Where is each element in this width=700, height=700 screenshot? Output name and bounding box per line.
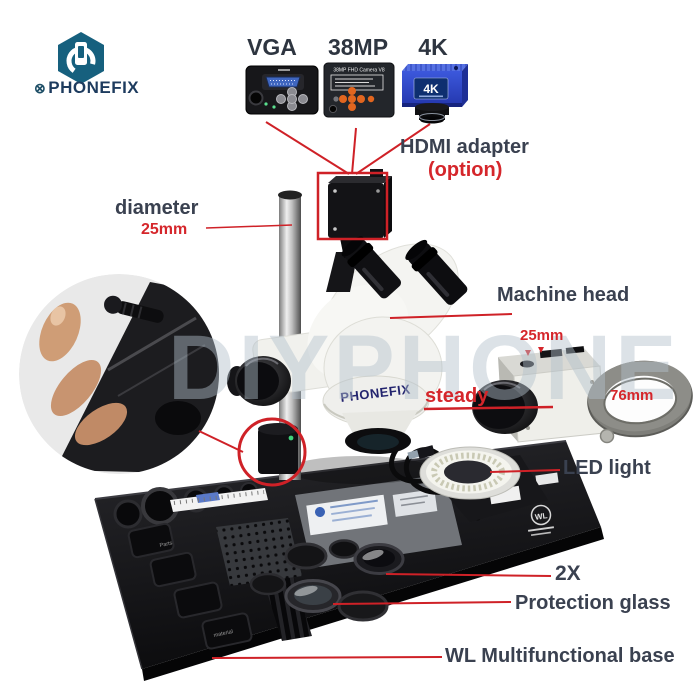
label-base: WL Multifunctional base <box>445 645 675 667</box>
led-ring-light <box>419 446 548 522</box>
brand-name: PHONEFIX <box>48 78 140 97</box>
base-sticker <box>306 494 388 536</box>
uhd4k-sticker-text: 4K <box>423 82 439 96</box>
pole-base-clamp <box>258 423 298 474</box>
brand-logo-mark: ⊗ <box>34 80 47 96</box>
base-ruler <box>170 488 268 512</box>
mp38-camera-title: 38MP FHD Camera V8 <box>333 68 385 74</box>
base-wl-logo: WL <box>527 504 555 536</box>
eyepiece-left <box>341 236 402 299</box>
base-compartment-label-material: material <box>213 629 233 639</box>
label-option: (option) <box>428 159 503 181</box>
focus-knob <box>227 356 291 406</box>
label-machine-head: Machine head <box>497 284 630 306</box>
brand-logo-icon <box>58 32 104 84</box>
inset-screw <box>104 295 164 323</box>
mp38-jack <box>328 104 338 114</box>
bracket-thumbscrew <box>599 428 615 444</box>
vga-dc-jack <box>248 90 264 106</box>
inset-detail-photo <box>19 274 219 474</box>
vga-port <box>265 76 301 88</box>
mp38-spec-box <box>330 74 384 91</box>
inset-thumb <box>39 302 81 362</box>
uhd4k-lens-mount <box>415 103 449 124</box>
uhd4k-heatsink-top <box>402 64 468 71</box>
label-protection-glass: Protection glass <box>515 592 671 614</box>
bracket-red-mark <box>525 350 531 356</box>
vga-dpad-buttons <box>276 87 308 111</box>
brand-logo-text: ⊗PHONEFIX <box>34 78 139 98</box>
microscope-head: PHONEFIX <box>227 169 468 454</box>
label-steady: steady <box>425 385 489 407</box>
holder-bracket <box>472 346 693 444</box>
eyepiece-right <box>405 239 468 305</box>
base-wl-logo-text: WL <box>534 511 548 522</box>
camera-label-vga: VGA <box>247 34 297 60</box>
label-diameter: diameter <box>115 197 199 219</box>
protection-glass-lens <box>284 579 342 613</box>
base-hole-grid <box>216 518 302 586</box>
mp38-camera: 38MP FHD Camera V8 <box>323 62 395 118</box>
base-compartment-label-parts: Parts <box>159 540 173 549</box>
uhd4k-camera: 4K <box>402 64 468 124</box>
vga-camera-label-strip <box>278 69 290 71</box>
label-pole-diameter: 25mm <box>520 327 564 344</box>
barlow-2x-lens <box>353 543 405 575</box>
usb-connector-tip <box>407 449 421 460</box>
bracket-ring-76mm <box>587 360 693 438</box>
label-hdmi-adapter: HDMI adapter <box>400 136 529 158</box>
label-led-light: LED light <box>563 457 651 479</box>
vga-camera <box>245 65 319 115</box>
camera-label-38mp: 38MP <box>327 34 389 60</box>
base-lens-caps <box>249 539 405 622</box>
camera-label-4k: 4K <box>418 34 448 60</box>
mp38-dpad-buttons <box>339 87 375 111</box>
label-ring-diameter: 76mm <box>610 387 654 404</box>
uhd4k-sticker <box>413 77 449 100</box>
label-diameter-value: 25mm <box>141 221 188 238</box>
label-magnification: 2X <box>555 562 581 585</box>
base-compartments <box>127 522 253 650</box>
